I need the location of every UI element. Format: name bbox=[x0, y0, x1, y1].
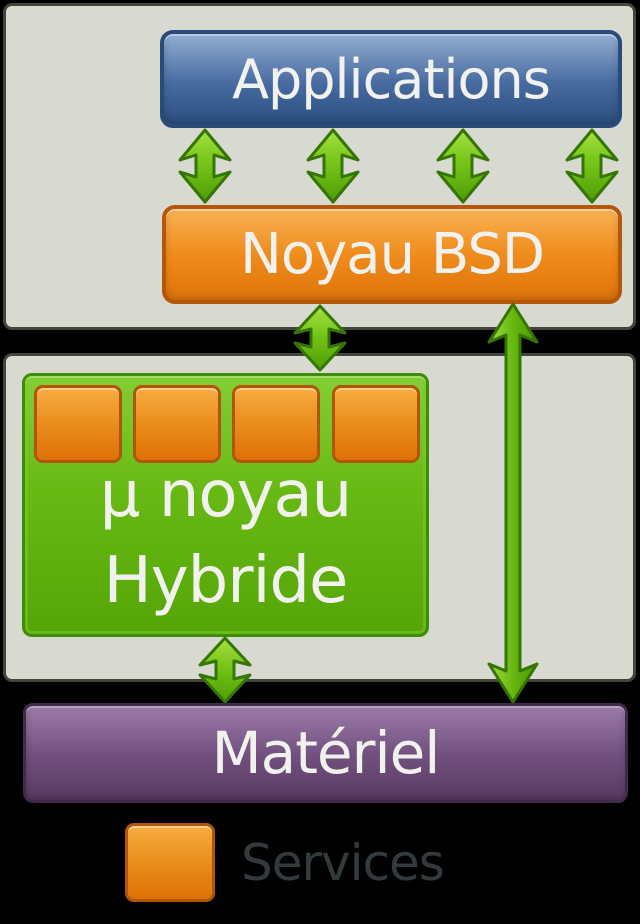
legend: Services bbox=[125, 823, 445, 902]
micro-kernel-label-line2: Hybride bbox=[103, 544, 349, 618]
double-arrow-icon bbox=[178, 128, 232, 204]
materiel-box: Matériel bbox=[23, 703, 628, 803]
applications-label: Applications bbox=[232, 47, 551, 111]
double-arrow-icon bbox=[198, 636, 252, 704]
service-module bbox=[133, 385, 221, 463]
double-arrow-icon bbox=[306, 128, 360, 204]
noyau-bsd-box: Noyau BSD bbox=[162, 205, 622, 304]
services-swatch-icon bbox=[125, 823, 215, 902]
double-arrow-icon bbox=[565, 128, 619, 204]
legend-label: Services bbox=[241, 833, 445, 892]
long-double-arrow-icon bbox=[487, 302, 539, 704]
double-arrow-icon bbox=[436, 128, 490, 204]
service-module bbox=[332, 385, 420, 463]
materiel-label: Matériel bbox=[211, 719, 441, 787]
double-arrow-icon bbox=[293, 304, 347, 372]
micro-kernel-box: µ noyau Hybride bbox=[22, 373, 429, 637]
applications-box: Applications bbox=[160, 30, 622, 128]
micro-kernel-label-line1: µ noyau bbox=[99, 458, 352, 532]
noyau-bsd-label: Noyau BSD bbox=[239, 222, 545, 287]
service-module bbox=[34, 385, 122, 463]
service-module bbox=[232, 385, 320, 463]
